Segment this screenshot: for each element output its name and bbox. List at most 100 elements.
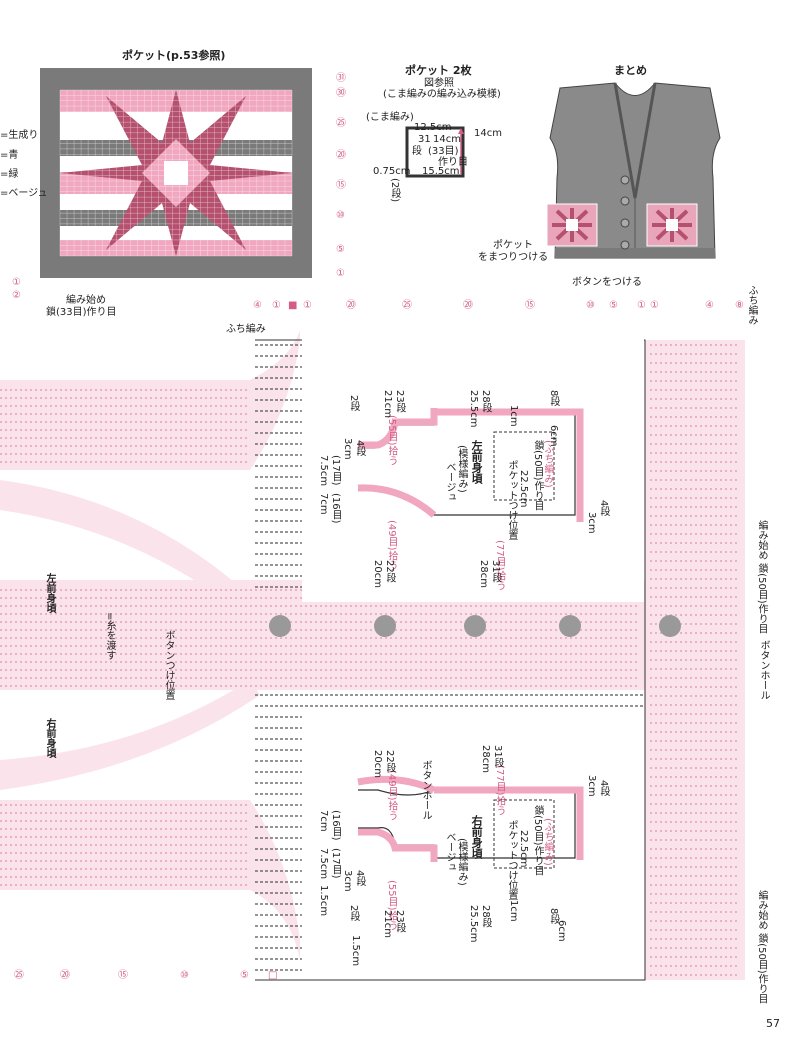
pocket-bottom-w: 15.5cm	[422, 166, 460, 177]
left-front-dim-6: 1cm	[508, 405, 519, 427]
left-front-dim-8: 6cm	[548, 425, 559, 447]
right-front-dim-2: 22段	[384, 750, 395, 773]
pocket-detail-title: ポケット 2枚	[405, 64, 472, 77]
finish-title: まとめ	[614, 64, 647, 77]
top-row-marker: ①	[637, 300, 646, 311]
finish-pocket-note-1: ポケット	[493, 240, 533, 251]
pocket-side-note: (2段)	[389, 178, 400, 203]
right-front-dim-15: 21cm	[382, 910, 393, 938]
pocket-bottom-left: 0.75cm	[373, 166, 411, 177]
left-front-bottom: (77目)拾う	[494, 540, 505, 591]
bottom-row-marker: □	[268, 970, 278, 981]
legend-item-2: =青	[0, 150, 19, 161]
right-front-dim-6: 4段	[598, 780, 609, 797]
legend-item-3: =緑	[0, 169, 19, 180]
top-row-marker: ⑤	[609, 300, 618, 311]
pocket-edge-label: (こま編み)	[366, 112, 414, 123]
left-front-dim-5: 28段	[480, 390, 491, 413]
right-front-dim-17: 25.5cm	[468, 905, 479, 943]
bottom-row-marker: ㉕	[14, 970, 24, 981]
main-start-right-2: 編み始め 鎖(50目)作り目	[756, 890, 767, 1004]
main-thread-note: =糸を渡す	[104, 612, 115, 661]
pocket-dim-start: 作り目	[438, 157, 468, 168]
button-positions	[269, 615, 681, 637]
pocket-row-marker: ①	[336, 268, 345, 279]
right-front-dim-8: (16目)	[330, 810, 341, 841]
right-front-dim-18: 28段	[480, 905, 491, 928]
right-front-armhole: (55目)拾う	[386, 880, 397, 931]
right-front-dim-19: 1cm	[508, 900, 519, 922]
left-front-title: 左前身頃	[470, 440, 484, 484]
right-front-dim-3: 28cm	[480, 745, 491, 773]
page-number: 57	[766, 1017, 780, 1030]
left-front-dim-2: 21cm	[382, 390, 393, 418]
left-front-dim-9: 7.5cm	[318, 455, 329, 487]
pocket-start-note-1: 編み始め	[66, 295, 106, 306]
left-front-dim-1: 2段	[348, 395, 359, 412]
pocket-dim-inner-st: (33目)	[428, 146, 459, 157]
right-front-dim-9: 7.5cm	[318, 848, 329, 880]
right-front-dim-5: 3cm	[586, 775, 597, 797]
right-front-dim-14: 2段	[348, 905, 359, 922]
top-row-marker: ①	[303, 300, 312, 311]
left-front-start: 鎖(50目)作り目	[532, 440, 543, 511]
main-edge-right: ふち編み	[746, 285, 757, 325]
vest-buttons	[620, 175, 630, 250]
right-front-dim-11: 3cm	[342, 870, 353, 892]
pocket-dim-inner-w: 14cm	[433, 134, 461, 145]
left-front-pocket-dim: 22.5cm	[518, 470, 529, 508]
right-front-button-hole: ボタンホール	[420, 760, 431, 820]
right-front-dim-4: 31段	[492, 745, 503, 768]
bottom-row-marker: ⑳	[60, 970, 70, 981]
main-start-right-1: 編み始め 鎖(50目)作り目	[756, 520, 767, 634]
left-front-dim-16: 22段	[384, 560, 395, 583]
left-front-dim-19: 3cm	[586, 512, 597, 534]
right-front-title: 右前身頃	[470, 815, 484, 859]
vest-pocket-left	[546, 203, 598, 247]
top-row-marker: ⑮	[525, 300, 535, 311]
right-front-dim-22: 1.5cm	[350, 935, 361, 967]
left-front-armhole: (55目)拾う	[386, 415, 397, 466]
pocket-row-marker: ⑮	[336, 180, 346, 191]
pocket-row-marker: ⑩	[336, 210, 345, 221]
bottom-row-marker: ⑮	[118, 970, 128, 981]
main-button-pos: ボタンつけ位置	[163, 630, 174, 700]
top-row-marker: ⑳	[346, 300, 356, 311]
pocket-dim-height: 14cm	[474, 128, 502, 139]
main-left-front-label: 左前身頃	[44, 573, 55, 613]
left-front-dim-11: 3cm	[342, 438, 353, 460]
left-front-dim-10: (17目)	[330, 455, 341, 486]
pocket-detail-diagram	[405, 126, 465, 178]
pocket-detail-subtitle2: (こま編みの編み込み模様)	[383, 89, 501, 100]
right-front-dim-10: (17目)	[330, 848, 341, 879]
main-button-hole: ボタンホール	[758, 640, 769, 700]
top-row-marker: ①	[650, 300, 659, 311]
right-front-dim-16: 23段	[394, 910, 405, 933]
vest-pocket-right	[646, 203, 698, 247]
top-row-marker: ⑳	[463, 300, 473, 311]
pocket-row-marker: ㉛	[336, 73, 346, 84]
legend-item-4: =ベージュ	[0, 188, 48, 199]
left-front-color: ベージュ	[444, 462, 455, 502]
left-front-dim-7: 8段	[548, 390, 559, 407]
pocket-motif	[60, 90, 292, 256]
pocket-chart	[40, 68, 312, 278]
main-edge-top: ふち編み	[226, 324, 266, 335]
top-row-marker: ⑩	[586, 300, 595, 311]
right-front-pocket-pos: ポケットつけ位置	[506, 820, 517, 900]
bottom-row-marker: ⑩	[180, 970, 189, 981]
pocket-left-row-2: ②	[12, 290, 21, 301]
pocket-dim-width: 12.5cm	[414, 122, 452, 133]
pocket-row-marker: ㉕	[336, 118, 346, 129]
top-row-marker: ■	[288, 300, 298, 311]
main-stitch-chart	[0, 330, 745, 981]
pocket-row-marker: ⑳	[336, 150, 346, 161]
right-front-dim-1: 20cm	[372, 750, 383, 778]
left-front-dim-18: 31段	[490, 560, 501, 583]
pocket-detail-subtitle1: 図参照	[424, 78, 454, 89]
right-front-dim-20: 8段	[548, 908, 559, 925]
pocket-dim-rows-unit: 段	[412, 146, 422, 157]
pocket-chart-title: ポケット(p.53参照)	[122, 49, 226, 62]
right-front-pocket-dim: 22.5cm	[518, 830, 529, 868]
top-row-marker: ④	[705, 300, 714, 311]
